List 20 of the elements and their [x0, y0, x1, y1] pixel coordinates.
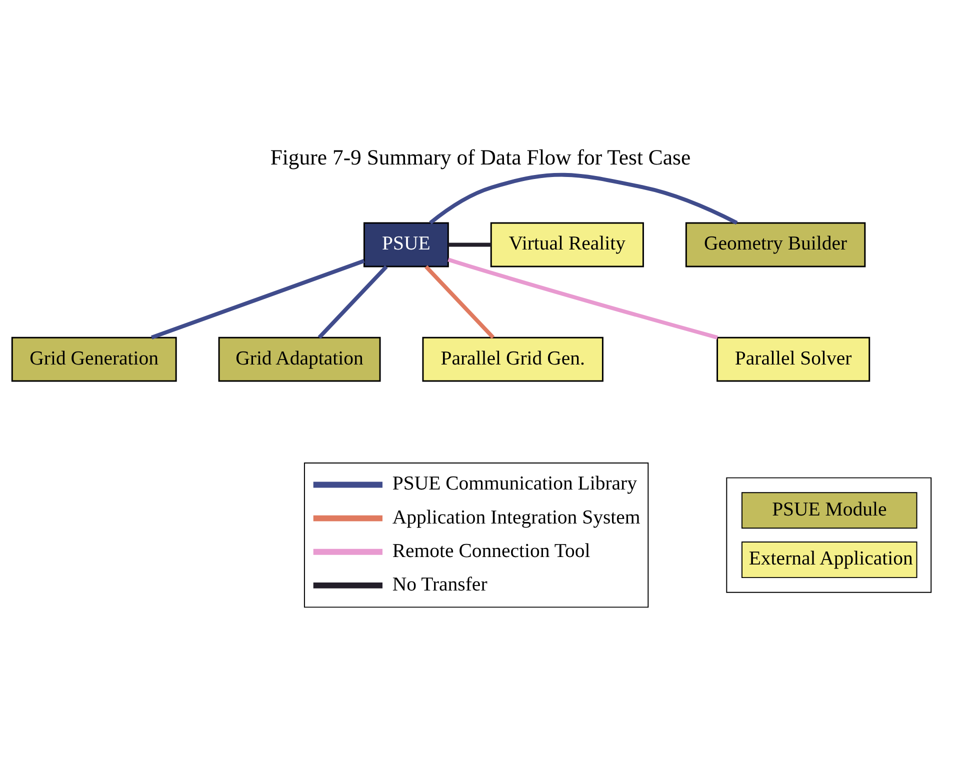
legend-label: PSUE Module: [772, 498, 887, 520]
node-box: Grid Adaptation: [218, 336, 381, 382]
connector: [424, 264, 495, 338]
node-box: Grid Generation: [11, 336, 177, 382]
connector: [448, 257, 718, 339]
node-box: Parallel Grid Gen.: [422, 336, 604, 382]
connector: [318, 264, 388, 338]
node-box: PSUE: [363, 222, 449, 267]
node-box: Parallel Solver: [716, 336, 870, 382]
legend-label: Application Integration System: [392, 506, 640, 528]
diagram-title: Figure 7-9 Summary of Data Flow for Test Case: [270, 144, 691, 169]
legend-label: External Application: [748, 547, 913, 570]
connector: [429, 172, 738, 224]
connector: [151, 258, 365, 339]
connector: [448, 242, 492, 246]
legend-label: Remote Connection Tool: [392, 539, 590, 562]
legend-label: PSUE Communication Library: [392, 472, 638, 494]
node-box: Geometry Builder: [685, 222, 866, 267]
legend-label: No Transfer: [392, 572, 488, 595]
node-box: Virtual Reality: [490, 222, 644, 267]
